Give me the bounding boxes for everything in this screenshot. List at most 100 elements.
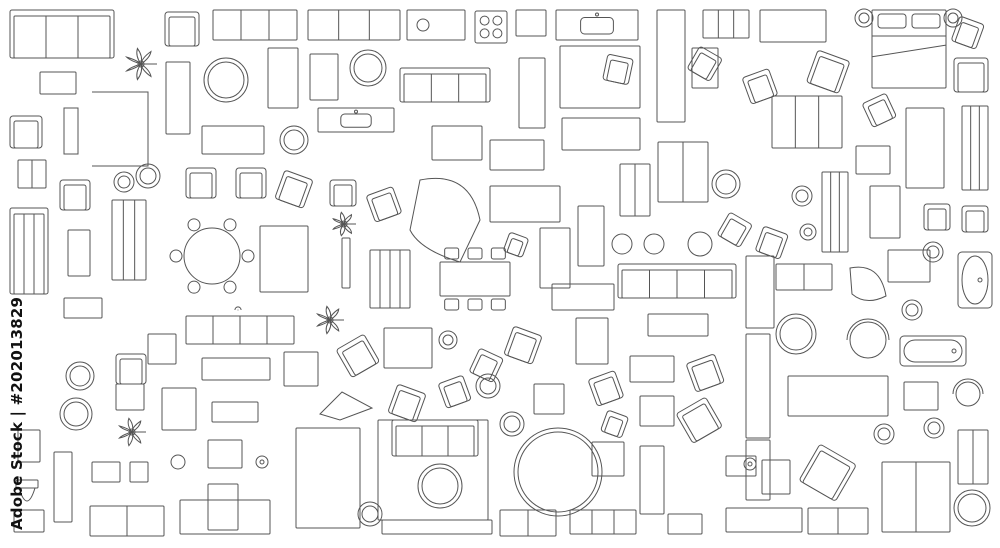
desk-icon	[208, 484, 238, 530]
furniture-outline	[518, 432, 598, 512]
rug-icon	[256, 456, 268, 468]
sink-icon	[556, 10, 638, 40]
sofa-icon	[808, 508, 868, 534]
chair-icon	[762, 460, 790, 494]
furniture-outline	[604, 416, 623, 437]
rug-icon	[500, 412, 524, 436]
cabinet-icon	[776, 264, 832, 290]
furniture-outline	[923, 242, 943, 262]
armchair-icon	[686, 354, 724, 392]
furniture-outline	[92, 92, 148, 166]
chair-icon	[92, 462, 120, 482]
furniture-outline	[759, 232, 783, 258]
furniture-outline	[350, 50, 386, 86]
rug-icon	[800, 224, 816, 240]
table-icon	[310, 54, 338, 100]
furniture-outline	[384, 328, 432, 368]
round-table-icon	[612, 234, 632, 254]
furniture-outline	[760, 10, 826, 42]
desk-icon	[202, 126, 264, 154]
furniture-outline	[400, 68, 490, 102]
rug-icon	[280, 126, 308, 154]
furniture-outline	[392, 420, 478, 456]
chair-icon	[64, 108, 78, 154]
furniture-outline	[70, 366, 90, 386]
furniture-outline	[141, 64, 151, 77]
round-table-icon	[688, 232, 712, 256]
furniture-outline	[534, 384, 564, 414]
furniture-outline	[872, 45, 946, 57]
chair-icon	[850, 267, 886, 300]
furniture-outline	[166, 62, 190, 134]
furniture-outline	[822, 172, 848, 252]
piano-icon	[166, 62, 190, 134]
furniture-outline	[682, 403, 719, 441]
furniture-outline	[184, 228, 240, 284]
furniture-outline	[208, 440, 242, 468]
furniture-outline	[742, 68, 778, 104]
furniture-outline	[256, 456, 268, 468]
furniture-outline	[242, 250, 254, 262]
furniture-outline	[772, 96, 842, 148]
furniture-outline	[592, 442, 624, 476]
shelf-icon	[54, 452, 72, 522]
furniture-outline	[202, 126, 264, 154]
furniture-outline	[717, 212, 753, 248]
furniture-outline	[540, 228, 570, 288]
furniture-outline	[855, 9, 873, 27]
furniture-outline	[870, 186, 900, 238]
dining-table-icon	[260, 226, 308, 292]
furniture-outline	[748, 462, 752, 466]
chair-icon	[534, 384, 564, 414]
plant-icon	[333, 212, 356, 235]
furniture-outline	[132, 421, 141, 432]
furniture-outline	[14, 214, 44, 294]
cabinet-icon	[516, 10, 546, 36]
chair-icon	[847, 319, 889, 358]
rug-icon	[204, 58, 248, 102]
armchair-icon	[336, 334, 380, 378]
sink-icon	[90, 506, 164, 536]
furniture-outline	[504, 326, 542, 364]
furniture-outline	[676, 397, 722, 443]
furniture-outline	[507, 332, 536, 363]
kitchen-counter-icon	[180, 500, 270, 534]
shelf-icon	[382, 520, 492, 534]
armchair-icon	[438, 375, 471, 408]
furniture-outline	[958, 252, 992, 308]
rug-icon	[60, 398, 92, 430]
furniture-outline	[342, 340, 376, 375]
furniture-outline	[341, 114, 371, 127]
rug-icon	[902, 300, 922, 320]
cabinet-icon	[116, 384, 144, 410]
furniture-outline	[268, 48, 298, 108]
furniture-outline	[224, 281, 236, 293]
furniture-outline	[716, 174, 736, 194]
wardrobe-icon	[822, 172, 848, 252]
sofa-icon	[490, 186, 560, 222]
armchair-icon	[116, 354, 146, 384]
furniture-outline	[443, 381, 467, 407]
furniture-outline	[378, 420, 488, 520]
cabinet-icon	[578, 206, 604, 266]
furniture-outline	[310, 54, 338, 100]
furniture-outline	[330, 309, 339, 320]
armchair-icon	[366, 186, 402, 222]
furniture-outline	[806, 50, 850, 94]
furniture-outline	[490, 186, 560, 222]
rug-icon	[439, 331, 457, 349]
furniture-outline	[850, 267, 886, 300]
furniture-outline	[978, 278, 982, 282]
furniture-outline	[355, 110, 358, 113]
chair-icon	[592, 442, 624, 476]
furniture-outline	[962, 256, 988, 304]
furniture-outline	[746, 256, 774, 328]
furniture-outline	[762, 460, 790, 494]
furniture-outline	[953, 379, 983, 394]
furniture-outline	[810, 56, 844, 92]
armchair-icon	[60, 180, 90, 210]
furniture-outline	[519, 58, 545, 128]
furniture-outline	[657, 10, 685, 122]
kitchen-counter-icon	[308, 10, 400, 40]
furniture-outline	[906, 304, 918, 316]
